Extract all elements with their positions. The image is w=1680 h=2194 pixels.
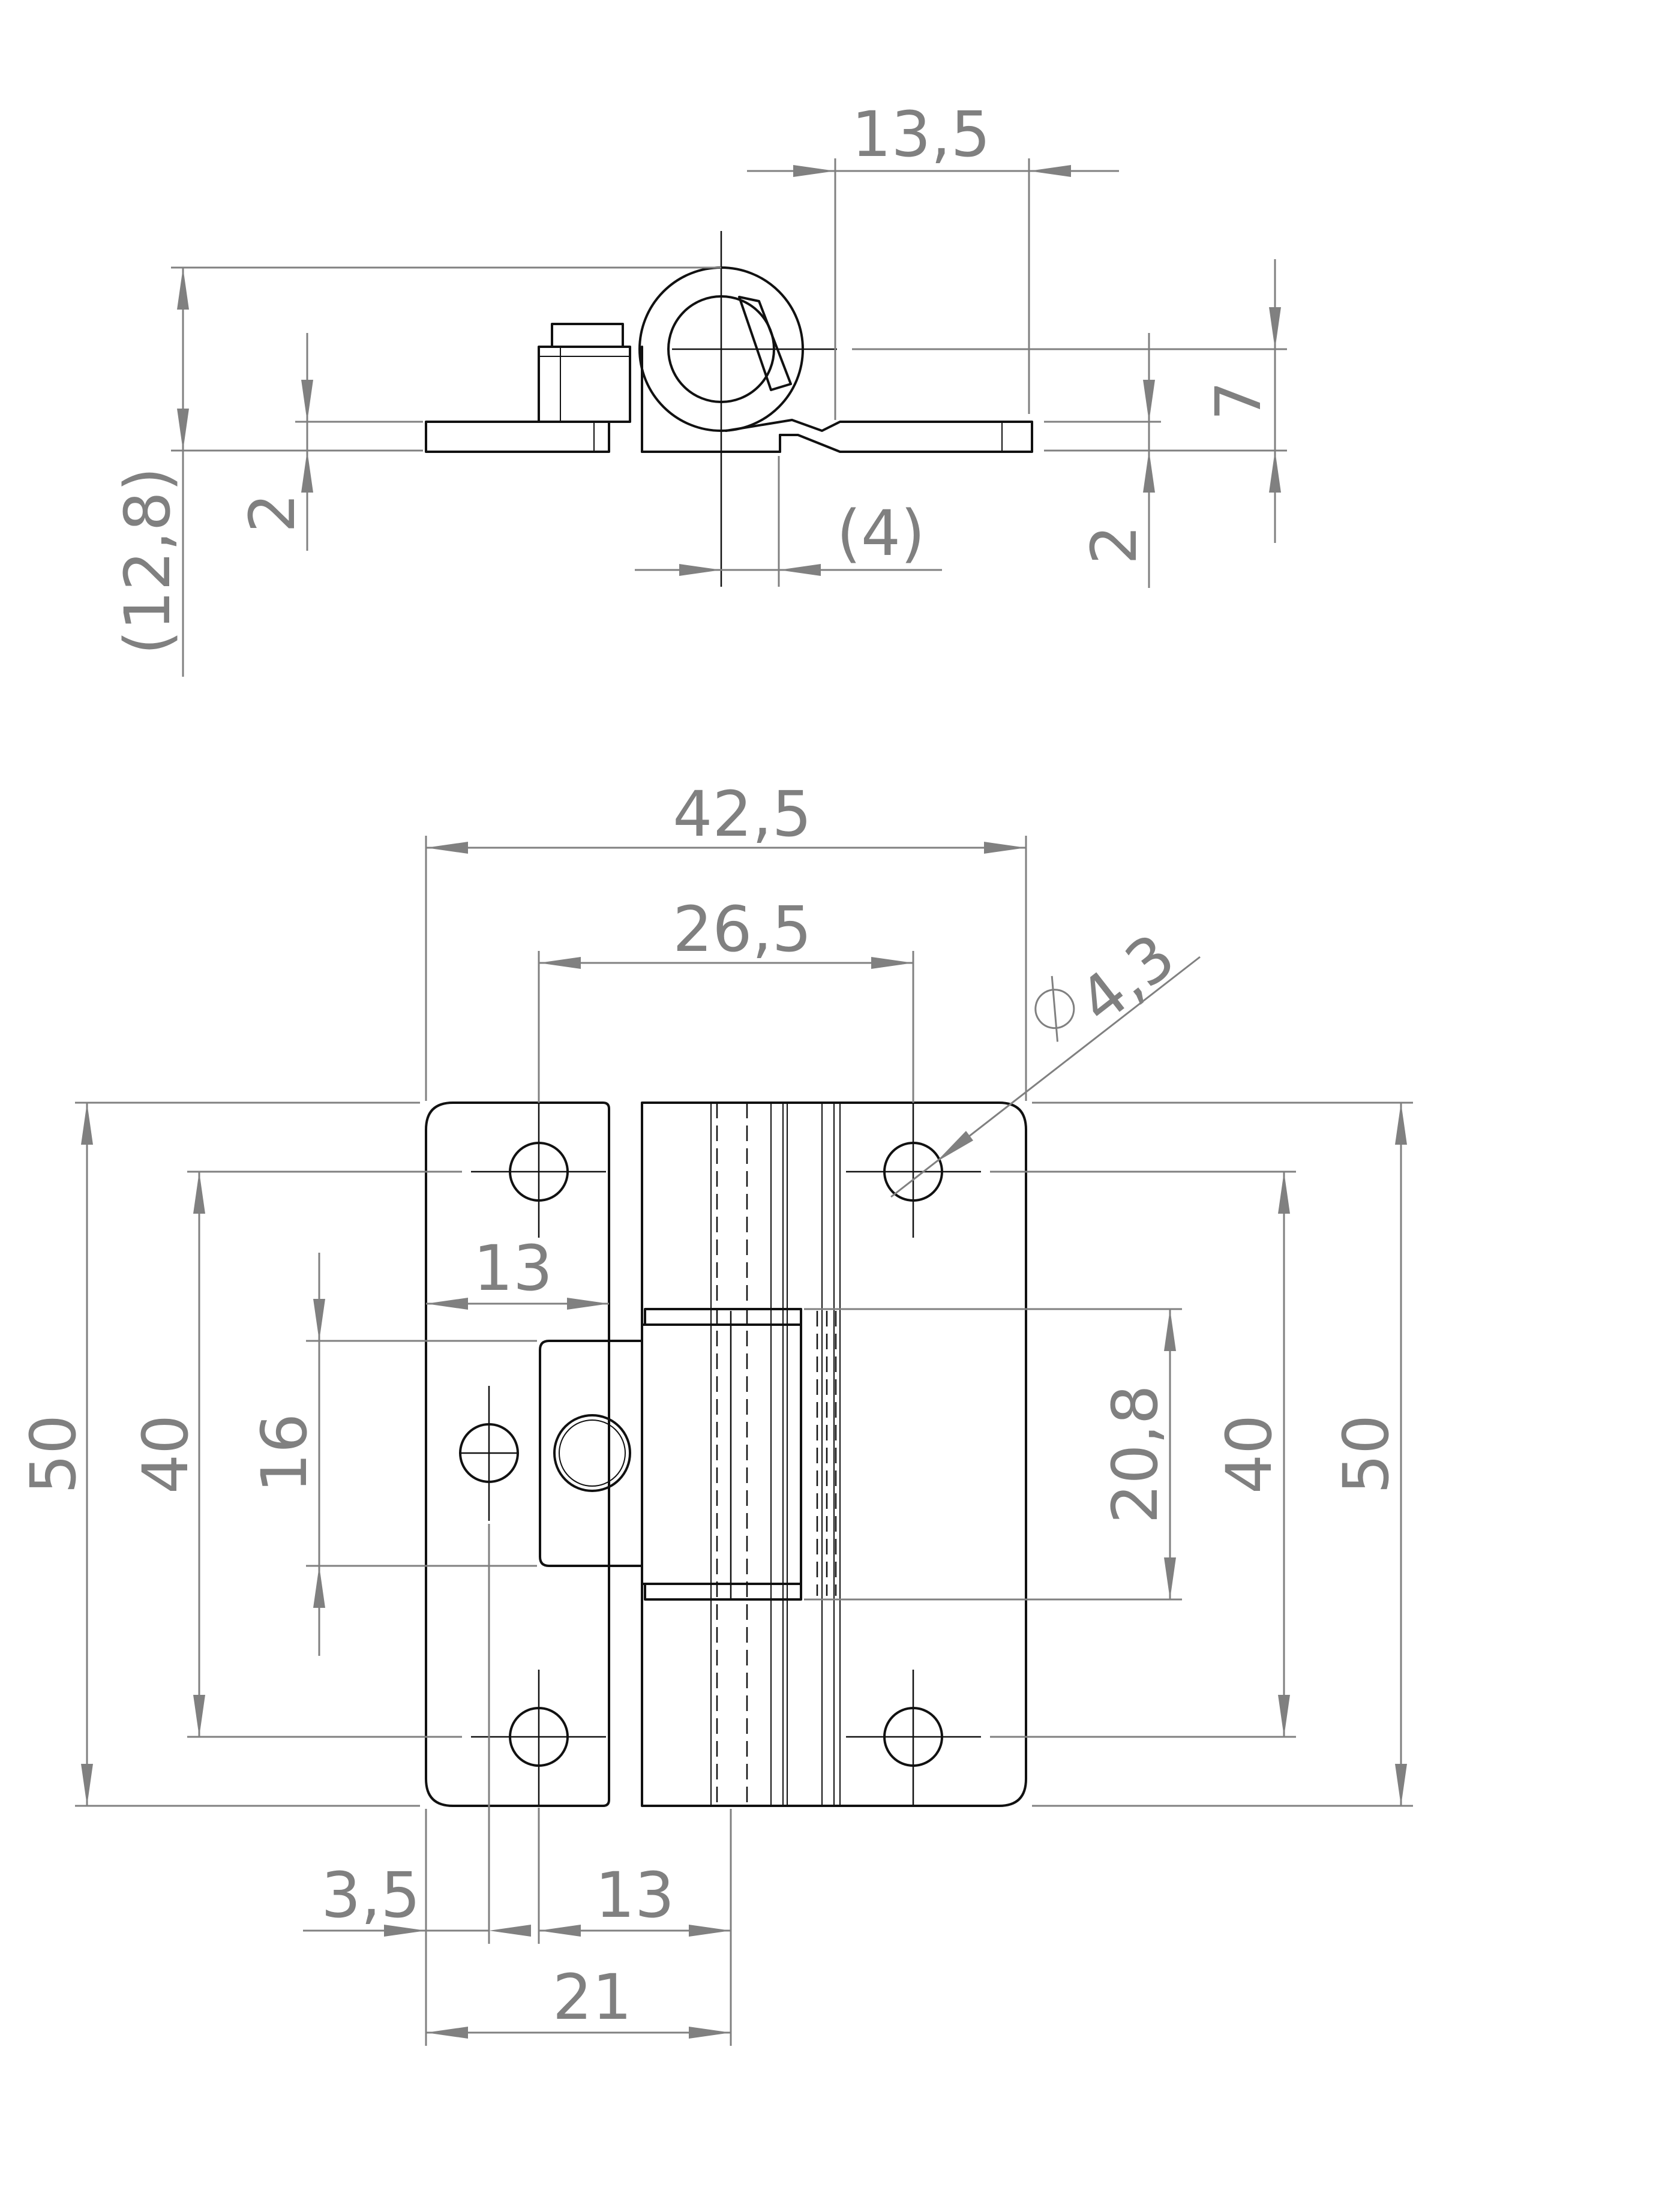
front-right-leaf [641,1101,1027,1807]
dim-13-bottom: 13 [595,1859,674,1932]
dim-13-top: 13 [473,1232,553,1305]
front-screw-head [553,1414,631,1492]
front-view [425,1101,1027,1807]
dim-dia-4-3: 4,3 [1065,920,1188,1039]
dim-42-5: 42,5 [673,778,812,851]
dim-21: 21 [553,1961,632,2034]
dim-50-right: 50 [1330,1415,1403,1494]
dim-50-left: 50 [17,1415,90,1494]
dim-16: 16 [248,1413,321,1493]
dim-2-left: 2 [236,493,309,533]
dim-2-right: 2 [1078,525,1151,565]
side-view [425,231,1033,587]
dim-13-5: 13,5 [851,98,991,171]
dim-7: 7 [1202,381,1275,421]
front-view-dimensions: 42,5 26,5 4,3 13 50 40 [17,778,1413,2046]
side-right-plate [725,419,1033,453]
dim-26-5: 26,5 [673,893,812,966]
side-view-dimensions: 13,5 (12,8) 2 (4) 2 7 [111,98,1287,677]
side-screw-boss [538,346,631,423]
dim-40-right: 40 [1213,1415,1286,1494]
front-left-leaf [425,1101,610,1807]
side-left-plate [425,421,610,453]
diameter-symbol-icon [1034,976,1075,1042]
dim-40-left: 40 [129,1415,202,1494]
dim-4: (4) [836,497,925,570]
dim-12-8: (12,8) [111,467,184,655]
front-knuckle [641,1323,802,1585]
front-screw-block [539,1340,643,1567]
dim-20-8: 20,8 [1099,1385,1172,1524]
dim-3-5: 3,5 [321,1859,420,1932]
side-screw-head [551,323,624,348]
